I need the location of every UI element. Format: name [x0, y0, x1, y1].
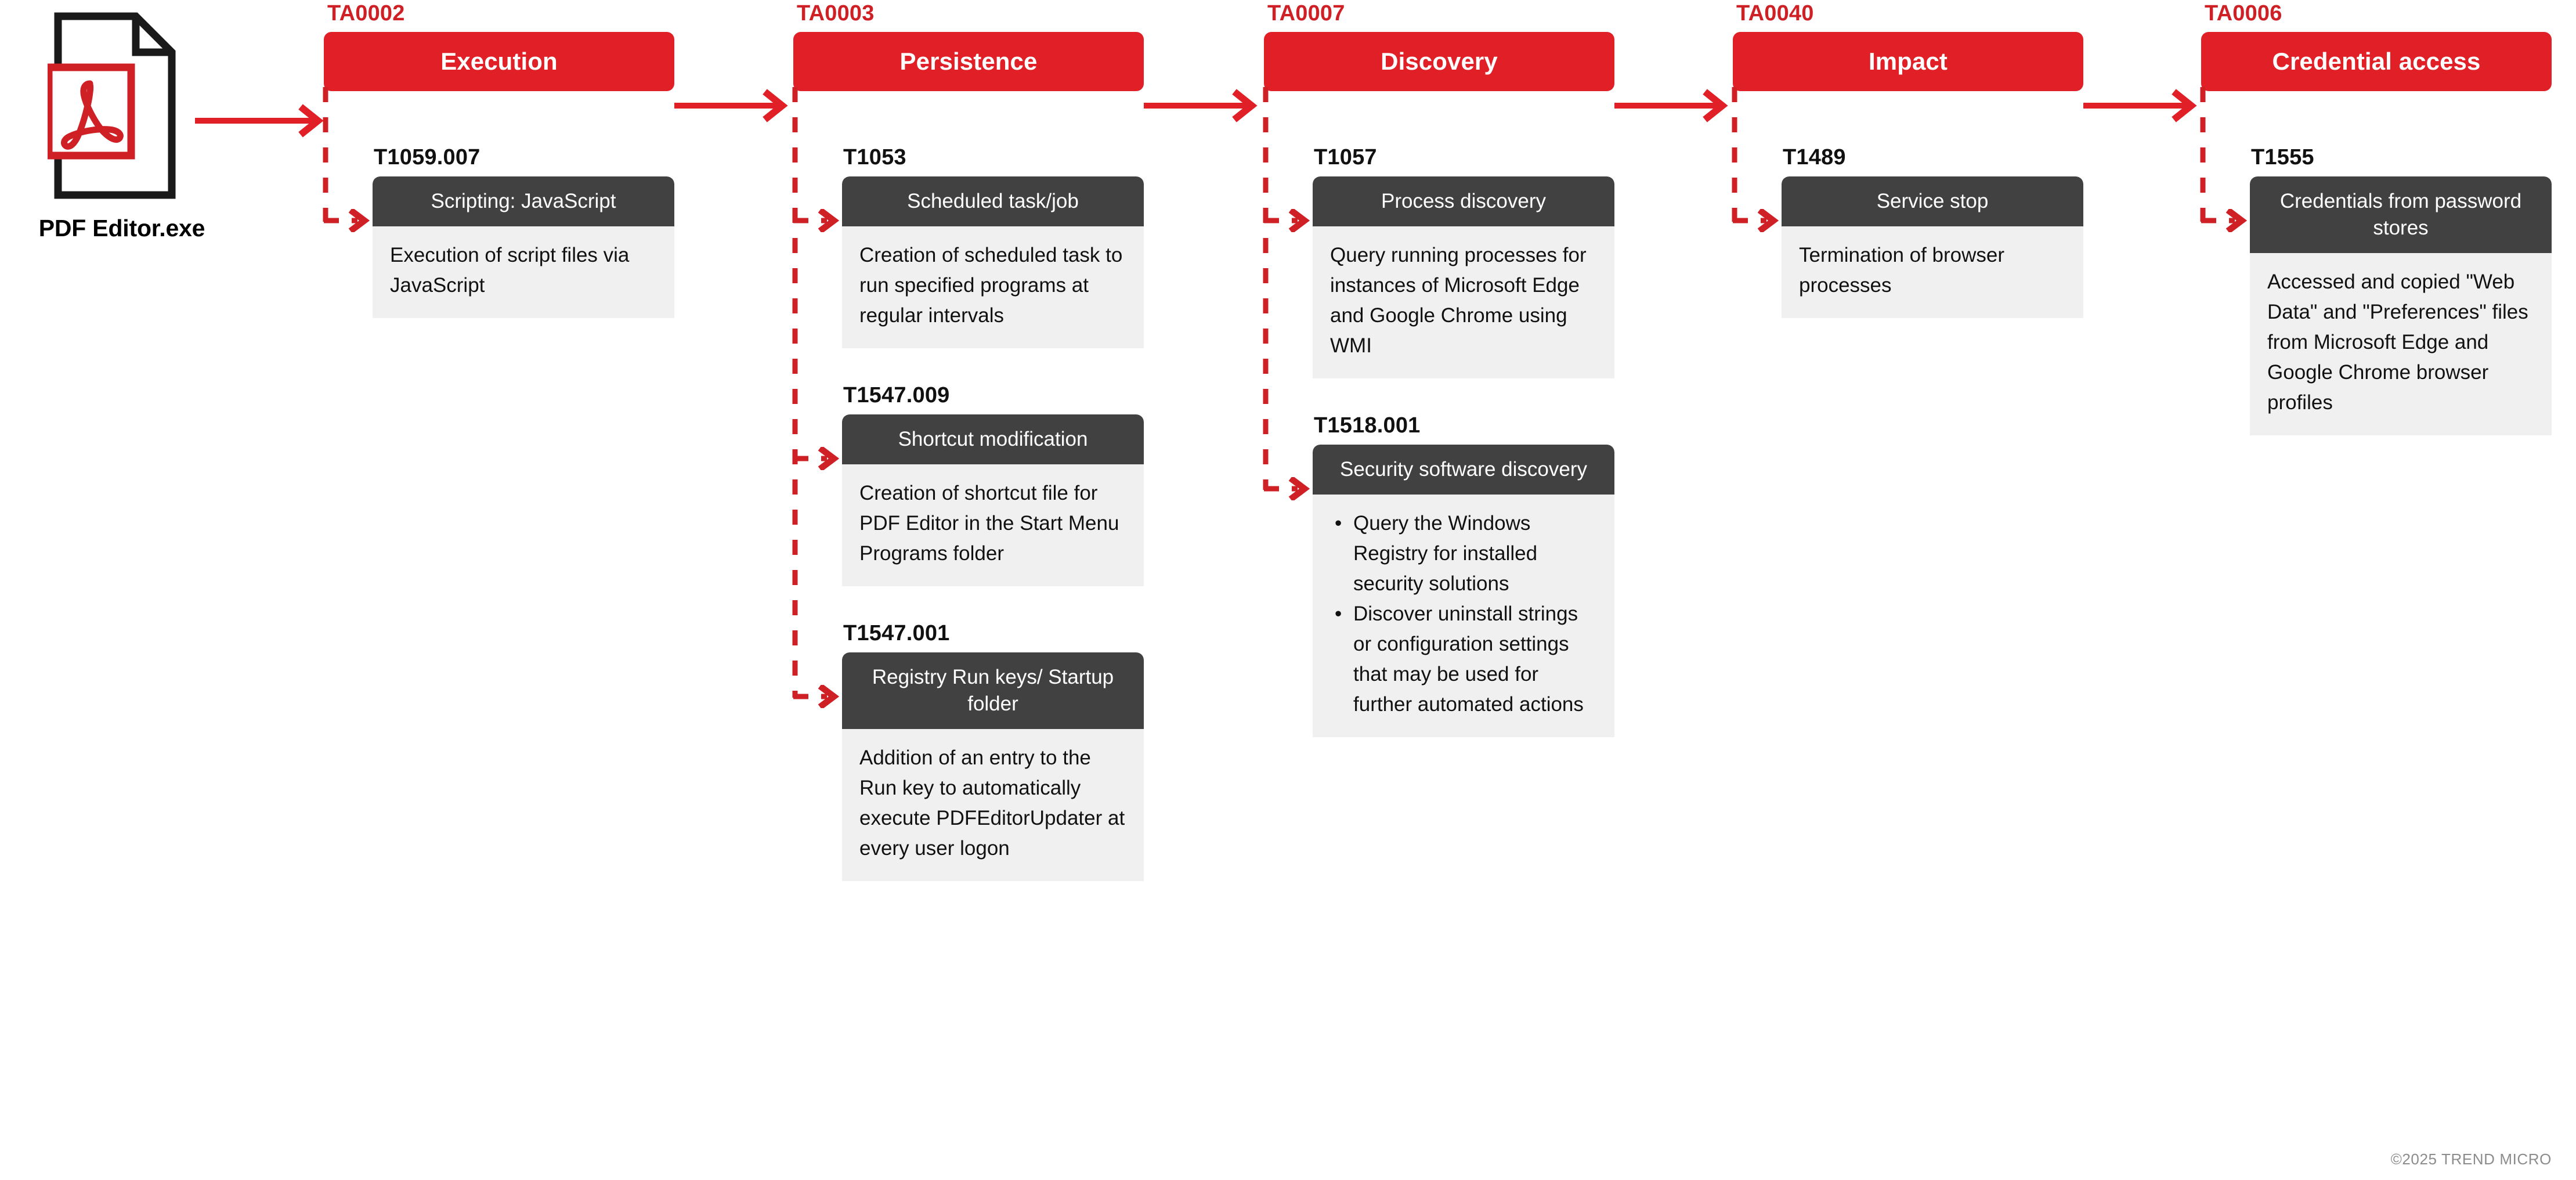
technique-bullet: Query the Windows Registry for installed… — [1330, 508, 1597, 599]
technique-name: Process discovery — [1313, 176, 1614, 226]
technique-description: Accessed and copied "Web Data" and "Pref… — [2250, 253, 2552, 435]
tactic-id: TA0040 — [1736, 1, 1814, 26]
technique-description: Termination of browser processes — [1782, 226, 2083, 318]
technique-id: T1518.001 — [1314, 413, 1421, 438]
tactic-id: TA0007 — [1267, 1, 1345, 26]
technique-description: Addition of an entry to the Run key to a… — [842, 729, 1144, 881]
tactic-id: TA0006 — [2205, 1, 2282, 26]
tactic-id: TA0002 — [327, 1, 405, 26]
source-file-node: PDF Editor.exe — [35, 10, 221, 242]
technique-name: Security software discovery — [1313, 445, 1614, 495]
technique-description: Creation of scheduled task to run specif… — [842, 226, 1144, 348]
technique-name: Scheduled task/job — [842, 176, 1144, 226]
technique-id: T1555 — [2251, 145, 2314, 169]
technique-description: Query running processes for instances of… — [1313, 226, 1614, 378]
technique-bullets: Query the Windows Registry for installed… — [1330, 508, 1597, 720]
technique-arrow-icon — [1264, 475, 1315, 502]
tactic-dashed-spine — [322, 87, 392, 227]
technique-id: T1059.007 — [374, 145, 480, 169]
technique-name: Scripting: JavaScript — [373, 176, 674, 226]
technique-arrow-icon — [2201, 207, 2252, 234]
technique-description: Creation of shortcut file for PDF Editor… — [842, 464, 1144, 586]
technique-name: Registry Run keys/ Startup folder — [842, 652, 1144, 729]
technique-arrow-icon — [1264, 207, 1315, 234]
technique-id: T1053 — [843, 145, 906, 169]
technique-arrow-icon — [793, 207, 844, 234]
copyright-notice: ©2025 TREND MICRO — [2390, 1150, 2552, 1168]
tactic-connector-arrow-icon — [1144, 87, 1263, 124]
technique-arrow-icon — [793, 445, 844, 472]
tactic-connector-arrow-icon — [1614, 87, 1733, 124]
technique-arrow-icon — [793, 683, 844, 710]
technique-id: T1057 — [1314, 145, 1377, 169]
tactic-connector-arrow-icon — [2083, 87, 2202, 124]
tactic-dashed-spine — [1262, 87, 1332, 495]
tactic-box[interactable]: Credential access — [2201, 32, 2552, 91]
tactic-box[interactable]: Persistence — [793, 32, 1144, 91]
technique-name: Service stop — [1782, 176, 2083, 226]
tactic-box[interactable]: Discovery — [1264, 32, 1614, 91]
technique-description: Query the Windows Registry for installed… — [1313, 495, 1614, 737]
tactic-id: TA0003 — [797, 1, 875, 26]
tactic-box[interactable]: Impact — [1733, 32, 2083, 91]
technique-bullet: Discover uninstall strings or configurat… — [1330, 599, 1597, 720]
technique-arrow-icon — [324, 207, 375, 234]
technique-name: Shortcut modification — [842, 414, 1144, 464]
technique-id: T1547.009 — [843, 383, 950, 407]
tactic-connector-arrow-icon — [674, 87, 793, 124]
technique-description: Execution of script files via JavaScript — [373, 226, 674, 318]
tactic-box[interactable]: Execution — [324, 32, 674, 91]
tactic-dashed-spine — [792, 87, 861, 703]
technique-id: T1547.001 — [843, 621, 950, 645]
source-file-label: PDF Editor.exe — [38, 215, 205, 241]
technique-arrow-icon — [1733, 207, 1784, 234]
pdf-file-icon — [45, 10, 193, 202]
tactic-dashed-spine — [1731, 87, 1801, 227]
technique-id: T1489 — [1783, 145, 1846, 169]
intake-arrow-icon — [195, 103, 328, 138]
tactic-dashed-spine — [2199, 87, 2269, 227]
technique-name: Credentials from password stores — [2250, 176, 2552, 253]
